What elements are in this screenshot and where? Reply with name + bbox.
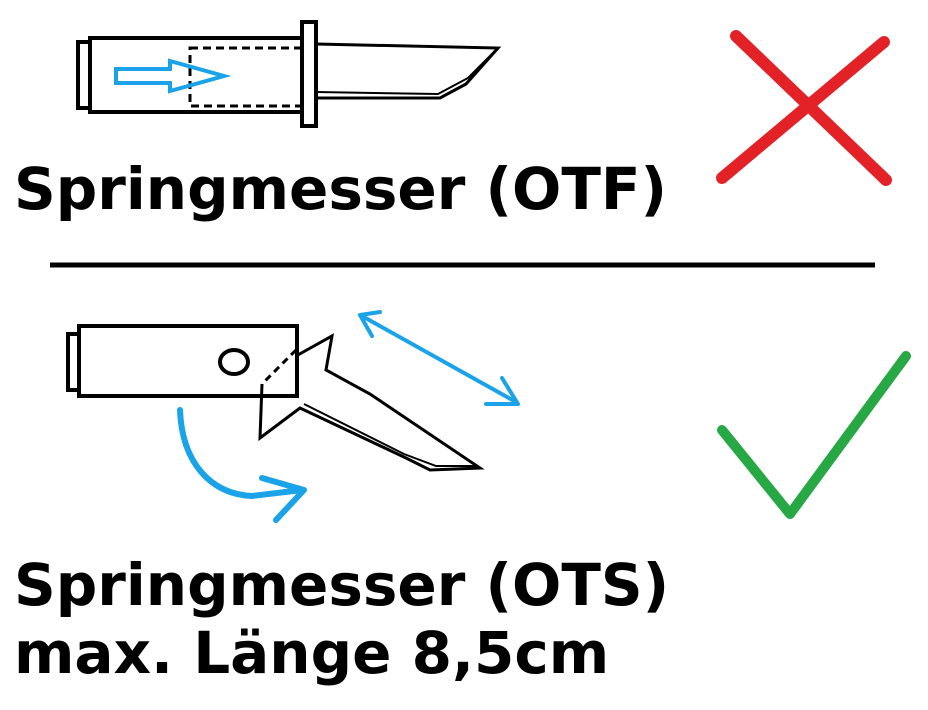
ots-pivot — [218, 348, 250, 376]
ots-knife-drawing — [66, 324, 485, 472]
ots-handle — [77, 324, 299, 398]
otf-knife-drawing — [76, 20, 502, 128]
otf-blade-edge — [315, 49, 497, 96]
ots-tang-dashed — [260, 348, 298, 386]
ots-length-note: max. Länge 8,5cm — [14, 619, 610, 687]
cross-icon — [716, 30, 892, 186]
otf-retracted-blade-outline — [188, 46, 304, 108]
ots-label: Springmesser (OTS) — [14, 551, 670, 619]
ots-blade-edge — [303, 403, 476, 467]
ots-double-arrow-icon — [358, 310, 520, 406]
ots-blade — [258, 333, 485, 472]
otf-blade — [314, 42, 502, 100]
otf-guard — [300, 20, 318, 128]
otf-label: Springmesser (OTF) — [14, 155, 668, 223]
ots-curved-arrow-icon — [177, 407, 307, 523]
otf-arrow-icon — [114, 58, 232, 94]
check-icon — [717, 351, 911, 519]
